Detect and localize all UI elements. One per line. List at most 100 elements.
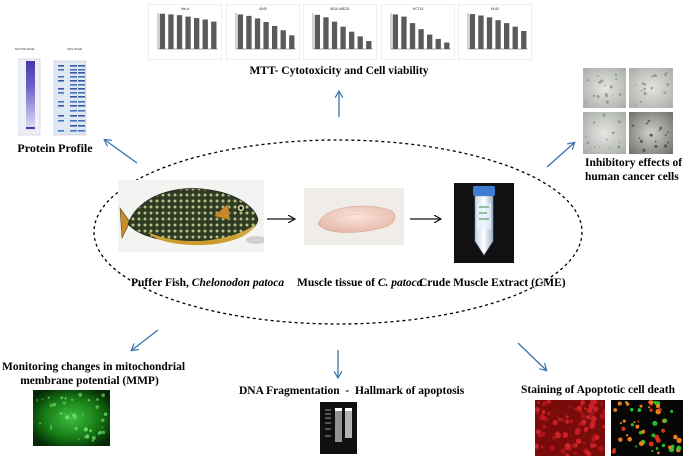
crude-extract-photo	[454, 183, 514, 263]
mtt-bar	[271, 25, 277, 49]
mmp-label-line2: membrane potential (MMP)	[20, 375, 159, 387]
mtt-bar	[417, 29, 424, 49]
mtt-chart-title: HL60	[491, 7, 499, 11]
mixed-stained-cells	[611, 400, 683, 456]
inhibitory-label: Inhibitory effects of human cancer cells	[585, 156, 683, 184]
fish-tail	[119, 206, 131, 240]
mtt-bar	[254, 18, 260, 49]
mtt-bar	[504, 23, 510, 49]
mtt-bar	[486, 17, 493, 49]
muscle-tissue-photo	[304, 188, 404, 245]
mtt-bar	[349, 31, 355, 49]
mtt-bar	[512, 26, 518, 49]
muscle-label-prefix: Muscle tissue of	[297, 277, 378, 289]
inhibitory-micrographs	[583, 68, 673, 154]
micrograph-1	[583, 68, 626, 108]
puffer-fish-photo	[118, 180, 264, 252]
mtt-bar	[435, 38, 441, 49]
dna-label-part1: DNA Fragmentation	[239, 385, 340, 397]
mtt-bar	[331, 21, 338, 49]
micrograph-cells	[585, 71, 670, 153]
inhibitory-label-line1: Inhibitory effects of	[585, 157, 683, 169]
mixed-cell-spots	[611, 400, 682, 455]
puffer-label-species: Chelonodon patoca	[191, 277, 285, 289]
arrow-to-inhibitory	[546, 143, 574, 168]
inhibitory-label-line2: human cancer cells	[585, 171, 679, 183]
mtt-bar	[469, 14, 476, 49]
sds-gel-bands	[58, 65, 85, 132]
staining-image-mixed	[611, 400, 683, 456]
mtt-bar	[392, 14, 398, 50]
mtt-bar	[323, 17, 329, 49]
mtt-bar	[366, 41, 372, 49]
mtt-bar	[194, 18, 200, 49]
native-page-label: NATIVE PAGE	[15, 47, 35, 51]
mtt-bar	[159, 13, 166, 49]
mtt-chart-title: HeLa	[181, 7, 189, 11]
muscle-tissue-illustration	[317, 205, 396, 233]
protein-gel-panel: NATIVE PAGE SDS PAGE	[12, 45, 92, 140]
dna-label-part2: Hallmark of apoptosis	[354, 385, 465, 397]
dna-ladder-gel	[325, 408, 352, 442]
mmp-green-fluorescence	[33, 390, 110, 446]
mmp-label: Monitoring changes in mitochondrial memb…	[2, 360, 186, 388]
sds-page-label: SDS PAGE	[67, 47, 83, 51]
mtt-bar	[357, 36, 363, 49]
mmp-label-line1: Monitoring changes in mitochondrial	[2, 361, 186, 373]
mtt-chart: MDA-MB231	[303, 4, 377, 60]
mtt-chart: HeLa	[148, 4, 222, 60]
red-stained-cells	[535, 400, 605, 456]
micrograph-4	[629, 112, 673, 154]
mtt-bar	[185, 16, 191, 50]
mmp-fluorescence-image	[33, 390, 110, 446]
mtt-bar	[237, 14, 243, 50]
mtt-chart: HL60	[458, 4, 532, 60]
mtt-bar	[168, 14, 174, 50]
mtt-chart-row: HeLa A549 MDA-MB231 HCT15 HL60	[148, 4, 532, 60]
mtt-bar	[495, 20, 501, 49]
mmp-fluorescent-spots	[35, 392, 108, 442]
staining-label: Staining of Apoptotic cell death	[521, 384, 675, 396]
mtt-label: MTT- Cytotoxicity and Cell viability	[249, 65, 429, 77]
mtt-chart-title: MDA-MB231	[330, 7, 350, 11]
centrifuge-tube	[473, 186, 495, 256]
mtt-bar	[400, 16, 407, 50]
mtt-bar	[314, 14, 321, 50]
mtt-bar	[443, 42, 449, 49]
mtt-bar	[288, 35, 294, 49]
protein-label: Protein Profile	[17, 141, 93, 155]
arrow-to-staining	[517, 342, 546, 370]
arrow-to-protein	[105, 140, 138, 164]
dna-label-sep: -	[345, 385, 350, 397]
gel-image	[18, 58, 87, 136]
mtt-chart-title: HCT15	[412, 7, 423, 11]
muscle-tissue-label: Muscle tissue of C. patoca	[297, 276, 423, 290]
mtt-bar	[211, 21, 217, 49]
mtt-bar	[426, 34, 432, 49]
mtt-bar	[245, 15, 252, 49]
mtt-chart-title: A549	[259, 7, 267, 11]
mtt-bar	[409, 23, 415, 49]
puffer-label-prefix: Puffer Fish,	[131, 277, 192, 289]
puffer-fish-label: Puffer Fish, Chelonodon patoca	[131, 276, 284, 290]
central-ellipse	[93, 139, 583, 325]
staining-image-red	[535, 400, 605, 456]
mtt-chart: A549	[225, 4, 300, 60]
mtt-bar	[262, 22, 269, 49]
mtt-bar	[340, 26, 346, 49]
mtt-bar	[478, 15, 484, 49]
muscle-label-species: C. patoca	[377, 277, 423, 289]
mtt-bar	[521, 31, 527, 49]
arrow-to-mmp	[132, 329, 159, 350]
dna-label: DNA Fragmentation - Hallmark of apoptosi…	[239, 384, 464, 398]
mtt-bar	[176, 15, 183, 49]
mtt-bar	[280, 30, 286, 49]
micrograph-grid	[583, 68, 673, 154]
puffer-fish-illustration	[119, 188, 264, 246]
dna-gel-image	[320, 402, 357, 454]
cme-label: Crude Muscle Extract (CME)	[419, 277, 566, 289]
red-cell-spots	[535, 400, 605, 456]
mtt-bar	[202, 19, 208, 49]
mtt-chart: HCT15	[380, 4, 455, 60]
